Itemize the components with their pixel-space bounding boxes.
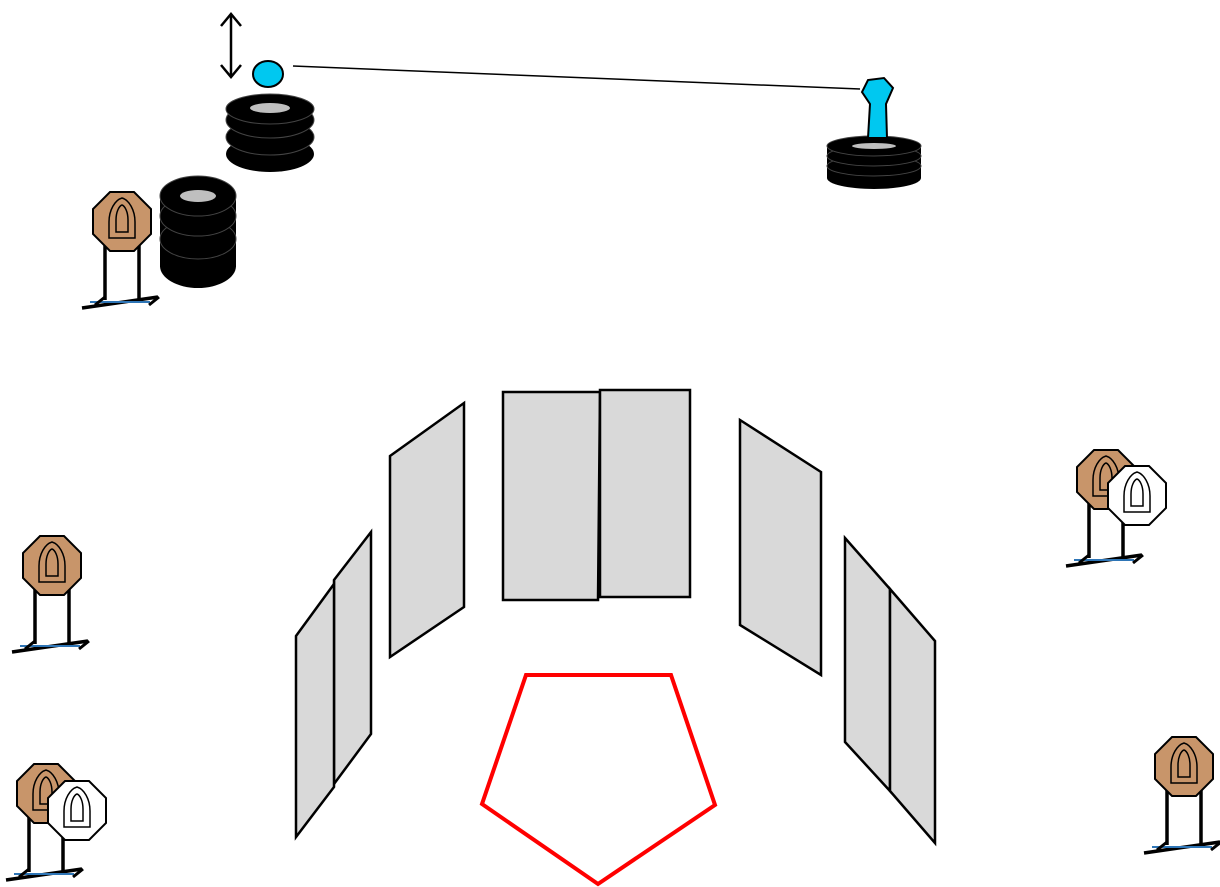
wall-center-left bbox=[501, 390, 602, 602]
wall-inner-left bbox=[388, 400, 466, 660]
walls bbox=[294, 388, 937, 847]
wall-outer-right-a bbox=[843, 534, 892, 795]
swinger-paddle bbox=[860, 76, 895, 139]
shooting-box-pentagon bbox=[479, 673, 718, 887]
target-mid-left bbox=[10, 534, 91, 654]
swinger-cable bbox=[292, 65, 861, 90]
swinger-ball bbox=[252, 60, 284, 88]
target-bottom-right bbox=[1142, 735, 1220, 855]
tire-stack-small bbox=[225, 93, 315, 172]
wall-inner-right bbox=[738, 417, 823, 678]
tire-base-swinger bbox=[826, 135, 922, 189]
wall-outer-left-b bbox=[294, 580, 336, 841]
target-upper-left bbox=[80, 190, 161, 310]
wall-center-right bbox=[598, 388, 692, 599]
tire-stack-large bbox=[159, 175, 237, 288]
target-pair-bottom-left bbox=[4, 762, 107, 882]
target-pair-mid-right bbox=[1064, 448, 1167, 568]
move-arrow-icon bbox=[220, 12, 242, 79]
wall-outer-left-a bbox=[332, 528, 373, 788]
wall-outer-right-b bbox=[888, 585, 937, 847]
